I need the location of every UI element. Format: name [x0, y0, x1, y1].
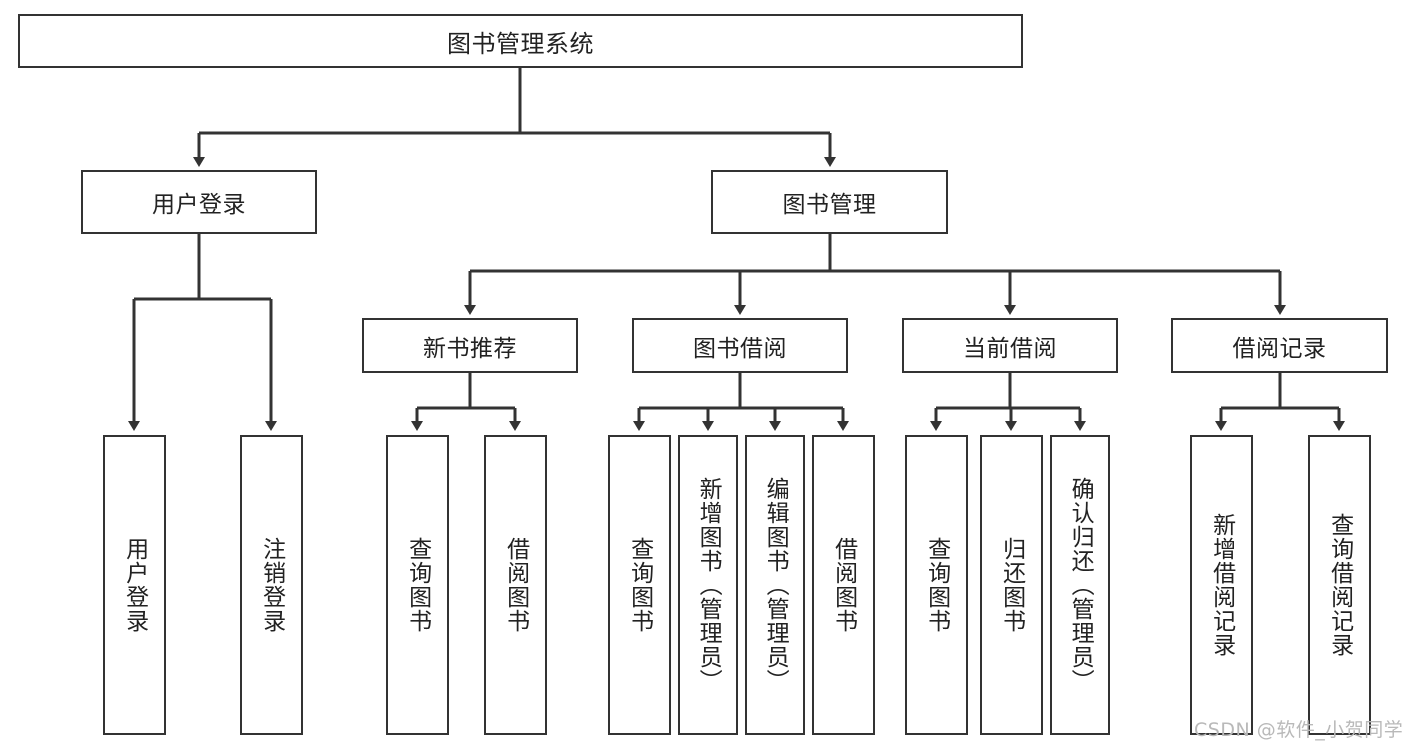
leaf-record-add-record[interactable]: 新增借阅记录 — [1190, 435, 1253, 735]
node-user-login[interactable]: 用户登录 — [81, 170, 317, 234]
node-borrow-record[interactable]: 借阅记录 — [1171, 318, 1388, 373]
leaf-user-login[interactable]: 用户登录 — [103, 435, 166, 735]
node-book-borrow[interactable]: 图书借阅 — [632, 318, 848, 373]
node-root-system[interactable]: 图书管理系统 — [18, 14, 1023, 68]
node-current-borrow[interactable]: 当前借阅 — [902, 318, 1118, 373]
leaf-borrow-add-book[interactable]: 新增图书（管理员） — [678, 435, 738, 735]
leaf-record-query-record[interactable]: 查询借阅记录 — [1308, 435, 1371, 735]
leaf-newbook-query-book[interactable]: 查询图书 — [386, 435, 449, 735]
leaf-borrow-edit-book[interactable]: 编辑图书（管理员） — [745, 435, 805, 735]
csdn-watermark: CSDN @软件_小贺同学 — [1194, 719, 1404, 741]
leaf-newbook-borrow-book[interactable]: 借阅图书 — [484, 435, 547, 735]
leaf-current-query-book[interactable]: 查询图书 — [905, 435, 968, 735]
leaf-current-confirm-return[interactable]: 确认归还（管理员） — [1050, 435, 1110, 735]
leaf-borrow-query-book[interactable]: 查询图书 — [608, 435, 671, 735]
leaf-borrow-borrow-book[interactable]: 借阅图书 — [812, 435, 875, 735]
node-new-book-recommend[interactable]: 新书推荐 — [362, 318, 578, 373]
leaf-current-return-book[interactable]: 归还图书 — [980, 435, 1043, 735]
leaf-user-logout[interactable]: 注销登录 — [240, 435, 303, 735]
node-book-manage[interactable]: 图书管理 — [711, 170, 948, 234]
